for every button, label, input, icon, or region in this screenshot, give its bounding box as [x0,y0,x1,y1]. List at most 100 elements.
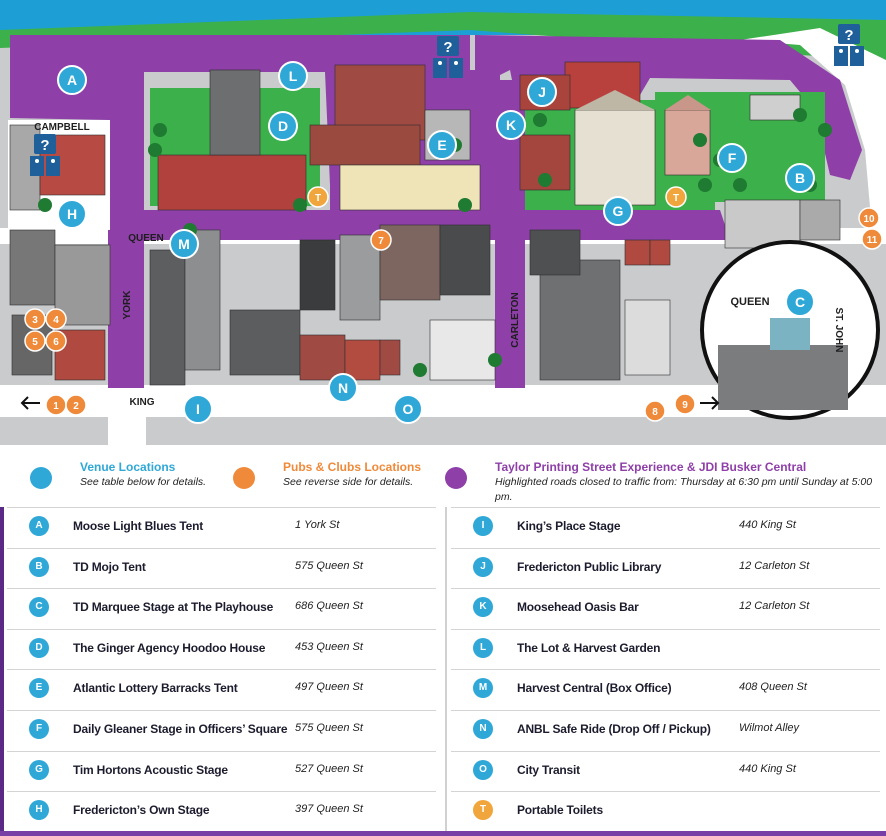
washroom-women-icon [46,156,60,176]
pub-marker-2[interactable]: 2 [65,394,87,416]
venue-marker-l[interactable]: L [278,61,308,91]
venue-marker-i[interactable]: I [183,394,213,424]
pub-marker-label: 11 [867,235,878,246]
venue-marker-e[interactable]: E [427,130,457,160]
pub-marker-8[interactable]: 8 [644,400,666,422]
pub-marker-circle [861,228,883,250]
venue-marker-label: H [67,206,77,222]
venue-marker-o[interactable]: O [393,394,423,424]
venue-code-badge: D [29,637,49,658]
venue-marker-h[interactable]: H [57,199,87,229]
venue-code-badge: A [29,516,49,536]
venue-marker-c[interactable]: C [785,287,815,317]
washroom-men-icon [30,156,44,176]
pub-marker-6[interactable]: 6 [45,330,67,352]
venue-marker-circle [57,199,87,229]
info-washroom-icon[interactable]: ? [30,134,60,176]
street-label-york: YORK [122,290,133,320]
venue-code-badge: N [473,718,493,739]
venue-address: 453 Queen St [295,640,363,653]
venue-code-badge: J [473,556,493,577]
venue-marker-j[interactable]: J [527,77,557,107]
pub-marker-circle [45,308,67,330]
building [624,299,671,376]
pub-marker-9[interactable]: 9 [674,393,696,415]
venue-address: 397 Queen St [295,803,363,816]
venue-marker-b[interactable]: B [785,163,815,193]
venue-code-badge: T [473,800,493,821]
legend-venue: Venue Locations See table below for deta… [30,459,206,490]
pub-marker-3[interactable]: 3 [24,308,46,330]
venue-marker-label: C [795,294,805,310]
toilet-marker-label: T [315,193,321,204]
washroom-figure-head [839,49,843,53]
street-label-campbell: CAMPBELL [34,122,90,133]
venue-name: The Ginger Agency Hoodoo House [73,640,266,655]
info-washroom-icon[interactable]: ? [834,24,864,66]
help-icon [838,24,860,44]
tree [693,133,707,147]
venue-marker-g[interactable]: G [603,196,633,226]
venue-marker-circle [785,163,815,193]
tree [153,123,167,137]
pub-marker-label: 8 [652,407,658,418]
venue-marker-circle [717,143,747,173]
venue-marker-circle [496,110,526,140]
washroom-figure-head [438,61,442,65]
building [157,154,307,211]
street-label-queen: QUEEN [128,233,164,244]
venue-marker-label: N [338,380,348,396]
venue-address: 440 King St [739,519,796,531]
tree [538,173,552,187]
info-washroom-icon[interactable]: ? [433,36,463,78]
building [574,109,656,206]
tree [38,198,52,212]
building [539,259,621,381]
venue-marker-f[interactable]: F [717,143,747,173]
building [339,234,381,321]
street-label-queen_inset: QUEEN [730,296,769,308]
pub-marker-4[interactable]: 4 [45,308,67,330]
pub-marker-11[interactable]: 11 [861,228,883,250]
venue-marker-circle [183,394,213,424]
venue-marker-d[interactable]: D [268,111,298,141]
pub-marker-label: 5 [32,337,38,348]
venue-address: 575 Queen St [295,721,363,734]
portable-toilet-marker[interactable]: T [665,186,687,208]
building [339,164,481,211]
legend-venue-title: Venue Locations [80,460,176,474]
pub-marker-1[interactable]: 1 [45,394,67,416]
east-arrow-icon [700,396,720,410]
venue-marker-label: K [506,117,516,133]
portable-toilet-marker[interactable]: T [307,186,329,208]
venue-address: 497 Queen St [295,681,363,694]
pub-marker-5[interactable]: 5 [24,330,46,352]
pub-marker-7[interactable]: 7 [370,229,392,251]
venue-marker-label: I [196,401,200,417]
venue-marker-a[interactable]: A [57,65,87,95]
washroom-figure-head [855,49,859,53]
venue-marker-n[interactable]: N [328,373,358,403]
pub-marker-circle [644,400,666,422]
venue-marker-k[interactable]: K [496,110,526,140]
venue-marker-label: F [728,150,737,166]
pub-marker-circle [65,394,87,416]
venue-name: Atlantic Lottery Barracks Tent [73,681,238,696]
venue-marker-circle [278,61,308,91]
venue-code-badge: B [29,556,49,577]
venue-marker-m[interactable]: M [169,229,199,259]
washroom-figure-head [35,159,39,163]
venue-name: TD Mojo Tent [73,559,146,574]
pub-marker-10[interactable]: 10 [858,207,880,229]
venue-marker-circle [527,77,557,107]
